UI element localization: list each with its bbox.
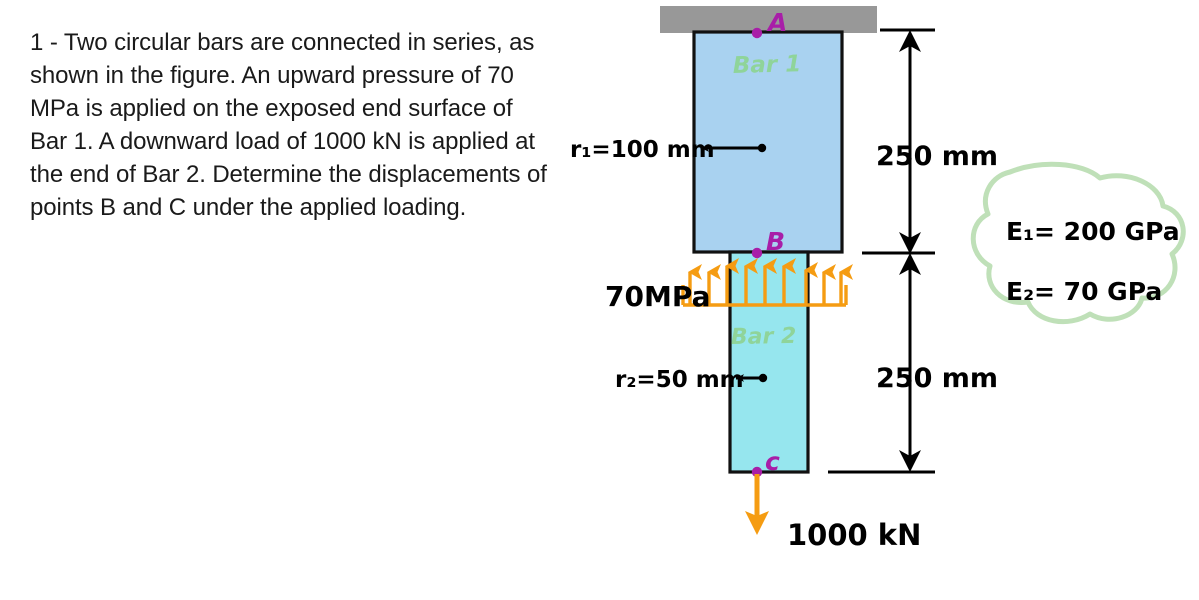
- point-a-label: A: [766, 8, 787, 37]
- r1-dimension-label: r₁=100 mm: [570, 137, 715, 163]
- pressure-load-group: [681, 258, 853, 307]
- bar1-label: Bar 1: [732, 51, 801, 79]
- cloud-line-2: E₂= 70 GPa: [1006, 277, 1162, 306]
- bar1-shape: [692, 30, 844, 254]
- dimension-arrowhead-up-1: [899, 30, 921, 52]
- point-b-label: B: [766, 227, 785, 256]
- bar2-shape: [728, 250, 810, 474]
- dimension-arrowhead-down-2: [899, 450, 921, 472]
- fixed-support-slab: [660, 6, 877, 33]
- point-load-arrowhead: [745, 511, 769, 535]
- cloud-line-1: E₁= 200 GPa: [1006, 217, 1180, 246]
- dimension-arrowhead-down-1: [899, 232, 921, 254]
- dimension-arrowhead-up-2: [899, 253, 921, 275]
- dimension-lines-group: [828, 28, 935, 474]
- point-a-marker: [751, 27, 763, 39]
- bar1-length-label: 250 mm: [876, 141, 998, 172]
- problem-statement: 1 - Two circular bars are connected in s…: [30, 29, 554, 221]
- cloud-shape: [970, 161, 1186, 325]
- r1-center-dot: [757, 143, 767, 153]
- point-c-marker: [751, 466, 763, 478]
- r2-dimension-label: r₂=50 mm: [615, 367, 744, 393]
- point-load-label: 1000 kN: [787, 518, 921, 552]
- bar2-length-label: 250 mm: [876, 363, 998, 394]
- r2-center-dot: [758, 373, 768, 383]
- material-properties-cloud: E₁= 200 GPa E₂= 70 GPa: [970, 161, 1186, 325]
- point-load-group: [745, 474, 769, 535]
- bar2-label: Bar 2: [731, 324, 797, 350]
- pressure-load-label: 70MPa: [605, 280, 711, 313]
- point-c-label: c: [765, 447, 780, 476]
- point-b-marker: [751, 247, 763, 259]
